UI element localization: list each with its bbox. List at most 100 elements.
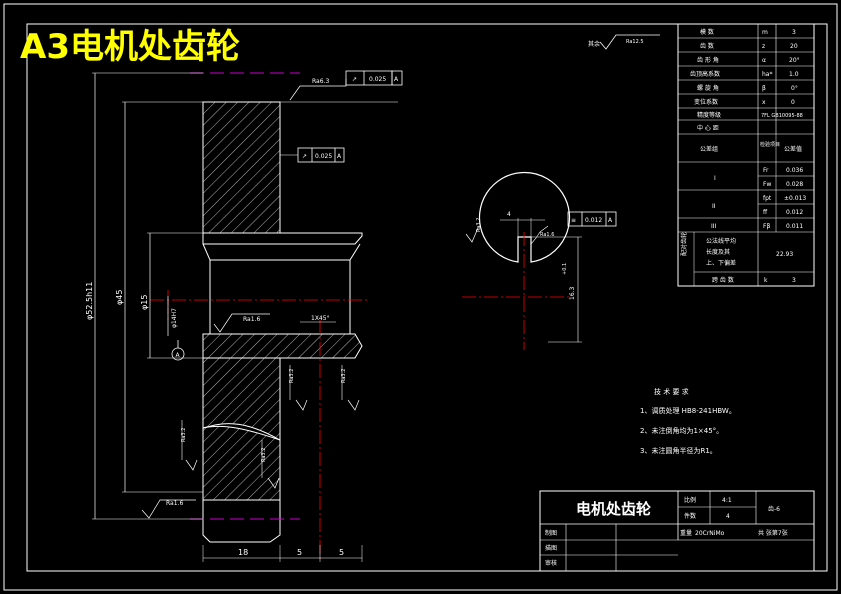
svg-text:4: 4 (726, 513, 730, 520)
svg-text:变位系数: 变位系数 (694, 98, 718, 106)
svg-text:3: 3 (792, 29, 796, 36)
svg-text:4:1: 4:1 (722, 497, 732, 504)
svg-text:0.025: 0.025 (315, 153, 332, 160)
runout-frame-top: Ra6.3 ↗ 0.025 A (280, 70, 403, 103)
svg-text:0.012: 0.012 (786, 209, 803, 216)
svg-text:精度等级: 精度等级 (697, 111, 721, 119)
svg-text:配对齿轮: 配对齿轮 (680, 232, 688, 256)
svg-text:Fw: Fw (763, 181, 771, 188)
svg-text:Ra12.5: Ra12.5 (626, 39, 644, 45)
svg-text:上、下偏差: 上、下偏差 (706, 259, 736, 267)
svg-text:fpt: fpt (763, 195, 772, 202)
svg-text:22.93: 22.93 (776, 251, 793, 258)
svg-text:Ra3.2: Ra3.2 (181, 428, 187, 442)
diameter-dimensions: φ52.5h11 φ45 φ15 φ14H7 (85, 72, 203, 520)
svg-text:20: 20 (790, 43, 798, 50)
svg-text:A: A (394, 76, 399, 83)
svg-text:4: 4 (507, 211, 511, 218)
svg-text:β: β (762, 85, 766, 92)
svg-text:比例: 比例 (684, 496, 696, 504)
svg-text:A: A (608, 217, 613, 224)
svg-text:φ45: φ45 (115, 290, 124, 305)
svg-text:5: 5 (297, 548, 302, 557)
svg-text:Ra3.2: Ra3.2 (476, 218, 482, 232)
inner-frame (26, 23, 828, 572)
svg-text:公差组: 公差组 (700, 145, 718, 153)
svg-text:Ra1.6: Ra1.6 (243, 316, 260, 323)
svg-text:跨 齿 数: 跨 齿 数 (712, 276, 734, 284)
tech-requirements: 技 术 要 求 1、调质处理 HB8-241HBW。 2、未注倒角均为1×45°… (640, 387, 736, 455)
svg-text:α: α (762, 57, 766, 64)
svg-text:z: z (762, 43, 765, 50)
svg-text:1、调质处理 HB8-241HBW。: 1、调质处理 HB8-241HBW。 (640, 406, 736, 415)
svg-text:II: II (712, 203, 716, 210)
svg-text:16.3: 16.3 (569, 286, 576, 300)
section-hatch-keyband (202, 333, 363, 359)
datum-a: A (171, 340, 185, 361)
svg-text:m: m (762, 29, 768, 36)
outer-frame (3, 3, 838, 591)
runout-frame-middle: ↗ 0.025 A (280, 147, 345, 163)
svg-text:模 数: 模 数 (700, 28, 714, 36)
svg-text:20CrNiMo: 20CrNiMo (695, 530, 725, 537)
svg-text:审核: 审核 (545, 559, 557, 567)
bore-with-keyway (478, 171, 571, 263)
svg-text:k: k (764, 277, 768, 284)
svg-text:Ra6.3: Ra6.3 (312, 78, 329, 85)
svg-text:5: 5 (339, 548, 344, 557)
svg-text:公法线平均: 公法线平均 (706, 237, 736, 245)
svg-text:Ra1.6: Ra1.6 (166, 500, 183, 507)
svg-text:共 张第7张: 共 张第7张 (758, 529, 788, 537)
svg-text:Ra3.2: Ra3.2 (341, 369, 347, 383)
svg-text:3: 3 (792, 277, 796, 284)
svg-text:≡: ≡ (571, 217, 576, 224)
roughness-bottom: Ra1.6 (141, 499, 196, 519)
roughness-small-marks: Ra3.2 Ra3.2 Ra3.2 Ra3.2 (181, 365, 360, 489)
svg-text:电机处齿轮: 电机处齿轮 (576, 500, 651, 518)
svg-text:0.011: 0.011 (786, 223, 803, 230)
svg-text:Ra1.6: Ra1.6 (540, 232, 554, 238)
svg-text:描图: 描图 (545, 544, 557, 552)
svg-text:中 心 距: 中 心 距 (697, 124, 719, 132)
svg-text:0.012: 0.012 (585, 217, 602, 224)
svg-text:0: 0 (791, 99, 795, 106)
svg-text:长度及其: 长度及其 (706, 248, 730, 256)
svg-text:重量: 重量 (680, 529, 692, 537)
keyway-end-view: 4 16.3 +0.1 ≡ 0.012 A Ra1.6 Ra3.2 (462, 171, 617, 350)
svg-text:公差值: 公差值 (784, 145, 802, 153)
svg-text:0.036: 0.036 (786, 167, 803, 174)
svg-text:Fr: Fr (763, 167, 769, 174)
svg-text:0.028: 0.028 (786, 181, 803, 188)
svg-text:Ra3.2: Ra3.2 (261, 448, 267, 462)
gear-teeth-upper (202, 232, 363, 245)
svg-text:齿 数: 齿 数 (700, 42, 714, 50)
svg-text:III: III (711, 223, 717, 230)
svg-text:0°: 0° (791, 85, 798, 92)
svg-text:0.025: 0.025 (369, 76, 386, 83)
svg-text:x: x (762, 99, 766, 106)
svg-text:ff: ff (763, 209, 768, 216)
width-dimensions: 18 5 5 (202, 545, 363, 562)
roughness-other: 其余 Ra12.5 (588, 34, 660, 50)
svg-text:±0.013: ±0.013 (784, 195, 806, 202)
svg-text:Ra3.2: Ra3.2 (289, 369, 295, 383)
svg-text:其余: 其余 (588, 40, 600, 48)
svg-text:齿-6: 齿-6 (768, 505, 780, 513)
drawing-title: A3电机处齿轮 (20, 27, 240, 67)
svg-text:齿 形 角: 齿 形 角 (697, 56, 719, 64)
svg-text:Fβ: Fβ (763, 223, 770, 230)
roughness-bore: Ra1.6 1X45° (213, 313, 336, 333)
svg-text:A: A (337, 153, 342, 160)
title-block: 电机处齿轮 比例 4:1 件数 4 齿-6 重量 20CrNiMo 共 张第7张… (539, 490, 815, 572)
svg-text:ha*: ha* (762, 71, 772, 78)
svg-text:齿顶高系数: 齿顶高系数 (690, 70, 720, 78)
gear-section-view (150, 72, 370, 560)
svg-text:φ15: φ15 (140, 295, 149, 310)
svg-text:1X45°: 1X45° (311, 315, 330, 322)
svg-text:φ52.5h11: φ52.5h11 (85, 282, 94, 320)
svg-text:18: 18 (238, 548, 248, 557)
svg-text:3、未注圆角半径为R1。: 3、未注圆角半径为R1。 (640, 446, 717, 455)
svg-text:2、未注倒角均为1×45°。: 2、未注倒角均为1×45°。 (640, 426, 723, 435)
svg-text:A: A (176, 352, 181, 359)
